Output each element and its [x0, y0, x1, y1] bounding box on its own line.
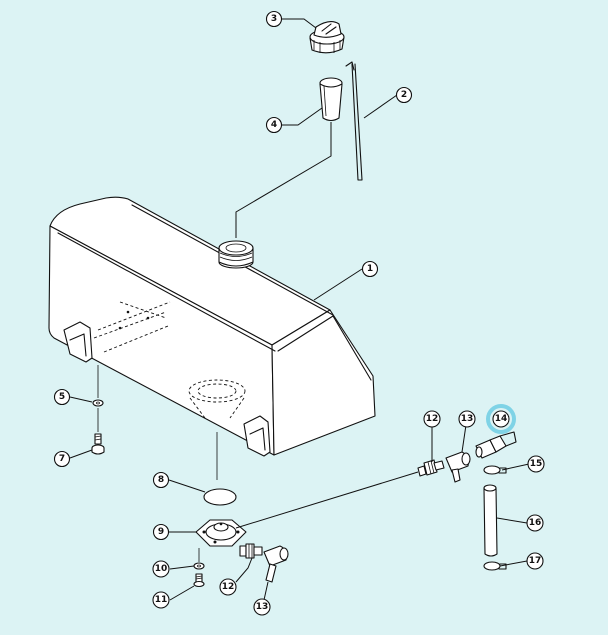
callout-7-label: 7 — [59, 454, 65, 464]
callout-12-upper: 12 — [423, 410, 441, 428]
callout-9-label: 9 — [158, 527, 164, 537]
callout-15-label: 15 — [530, 459, 543, 469]
part-dipstick[interactable] — [345, 61, 363, 181]
callout-5: 5 — [53, 388, 71, 406]
callout-8-label: 8 — [158, 475, 164, 485]
callout-8: 8 — [152, 471, 170, 489]
callout-1: 1 — [361, 260, 379, 278]
callout-3-label: 3 — [271, 14, 277, 24]
part-bolt[interactable] — [91, 433, 105, 455]
callout-5-label: 5 — [59, 392, 65, 402]
callout-4-label: 4 — [271, 120, 277, 130]
callout-12-upper-label: 12 — [426, 414, 439, 424]
part-sender-unit[interactable] — [195, 519, 247, 547]
part-small-washer[interactable] — [193, 562, 205, 570]
part-hose[interactable] — [483, 484, 498, 557]
callout-4: 4 — [265, 116, 283, 134]
callout-17: 17 — [526, 552, 544, 570]
callout-17-label: 17 — [529, 556, 542, 566]
assembly-line-sender — [235, 471, 419, 529]
part-fitting-lower[interactable] — [239, 543, 263, 559]
callout-13-upper: 13 — [458, 410, 476, 428]
callout-11: 11 — [152, 591, 170, 609]
callout-11-label: 11 — [155, 595, 168, 605]
callout-15: 15 — [527, 455, 545, 473]
callout-9: 9 — [152, 523, 170, 541]
callout-13-upper-label: 13 — [461, 414, 474, 424]
callout-14-highlight-ring — [486, 404, 516, 434]
part-elbow-lower[interactable] — [263, 545, 289, 583]
part-washer[interactable] — [92, 399, 104, 407]
callout-14: 14 — [486, 404, 516, 434]
part-valve[interactable] — [475, 431, 517, 459]
callout-12-lower: 12 — [219, 578, 237, 596]
assembly-line-neck — [235, 122, 332, 238]
callout-2-label: 2 — [401, 90, 407, 100]
callout-13-lower: 13 — [253, 598, 271, 616]
part-elbow-upper[interactable] — [445, 451, 471, 483]
part-fuel-tank[interactable] — [48, 196, 376, 457]
callout-14-label: 14 — [495, 414, 508, 424]
part-filler-neck-tube[interactable] — [319, 77, 343, 122]
callout-16: 16 — [526, 514, 544, 532]
part-small-screw[interactable] — [193, 573, 205, 588]
callout-7: 7 — [53, 450, 71, 468]
callout-leaders — [69, 18, 530, 601]
callout-12-lower-label: 12 — [222, 582, 235, 592]
part-fitting-upper[interactable] — [417, 459, 445, 477]
callout-10: 10 — [152, 560, 170, 578]
callout-1-label: 1 — [367, 264, 373, 274]
callout-13-lower-label: 13 — [256, 602, 269, 612]
callout-3: 3 — [265, 10, 283, 28]
part-gasket[interactable] — [203, 488, 237, 506]
part-filler-cap[interactable] — [309, 21, 345, 54]
callout-10-label: 10 — [155, 564, 168, 574]
callout-16-label: 16 — [529, 518, 542, 528]
part-clamp-upper[interactable] — [483, 465, 507, 475]
callout-2: 2 — [395, 86, 413, 104]
